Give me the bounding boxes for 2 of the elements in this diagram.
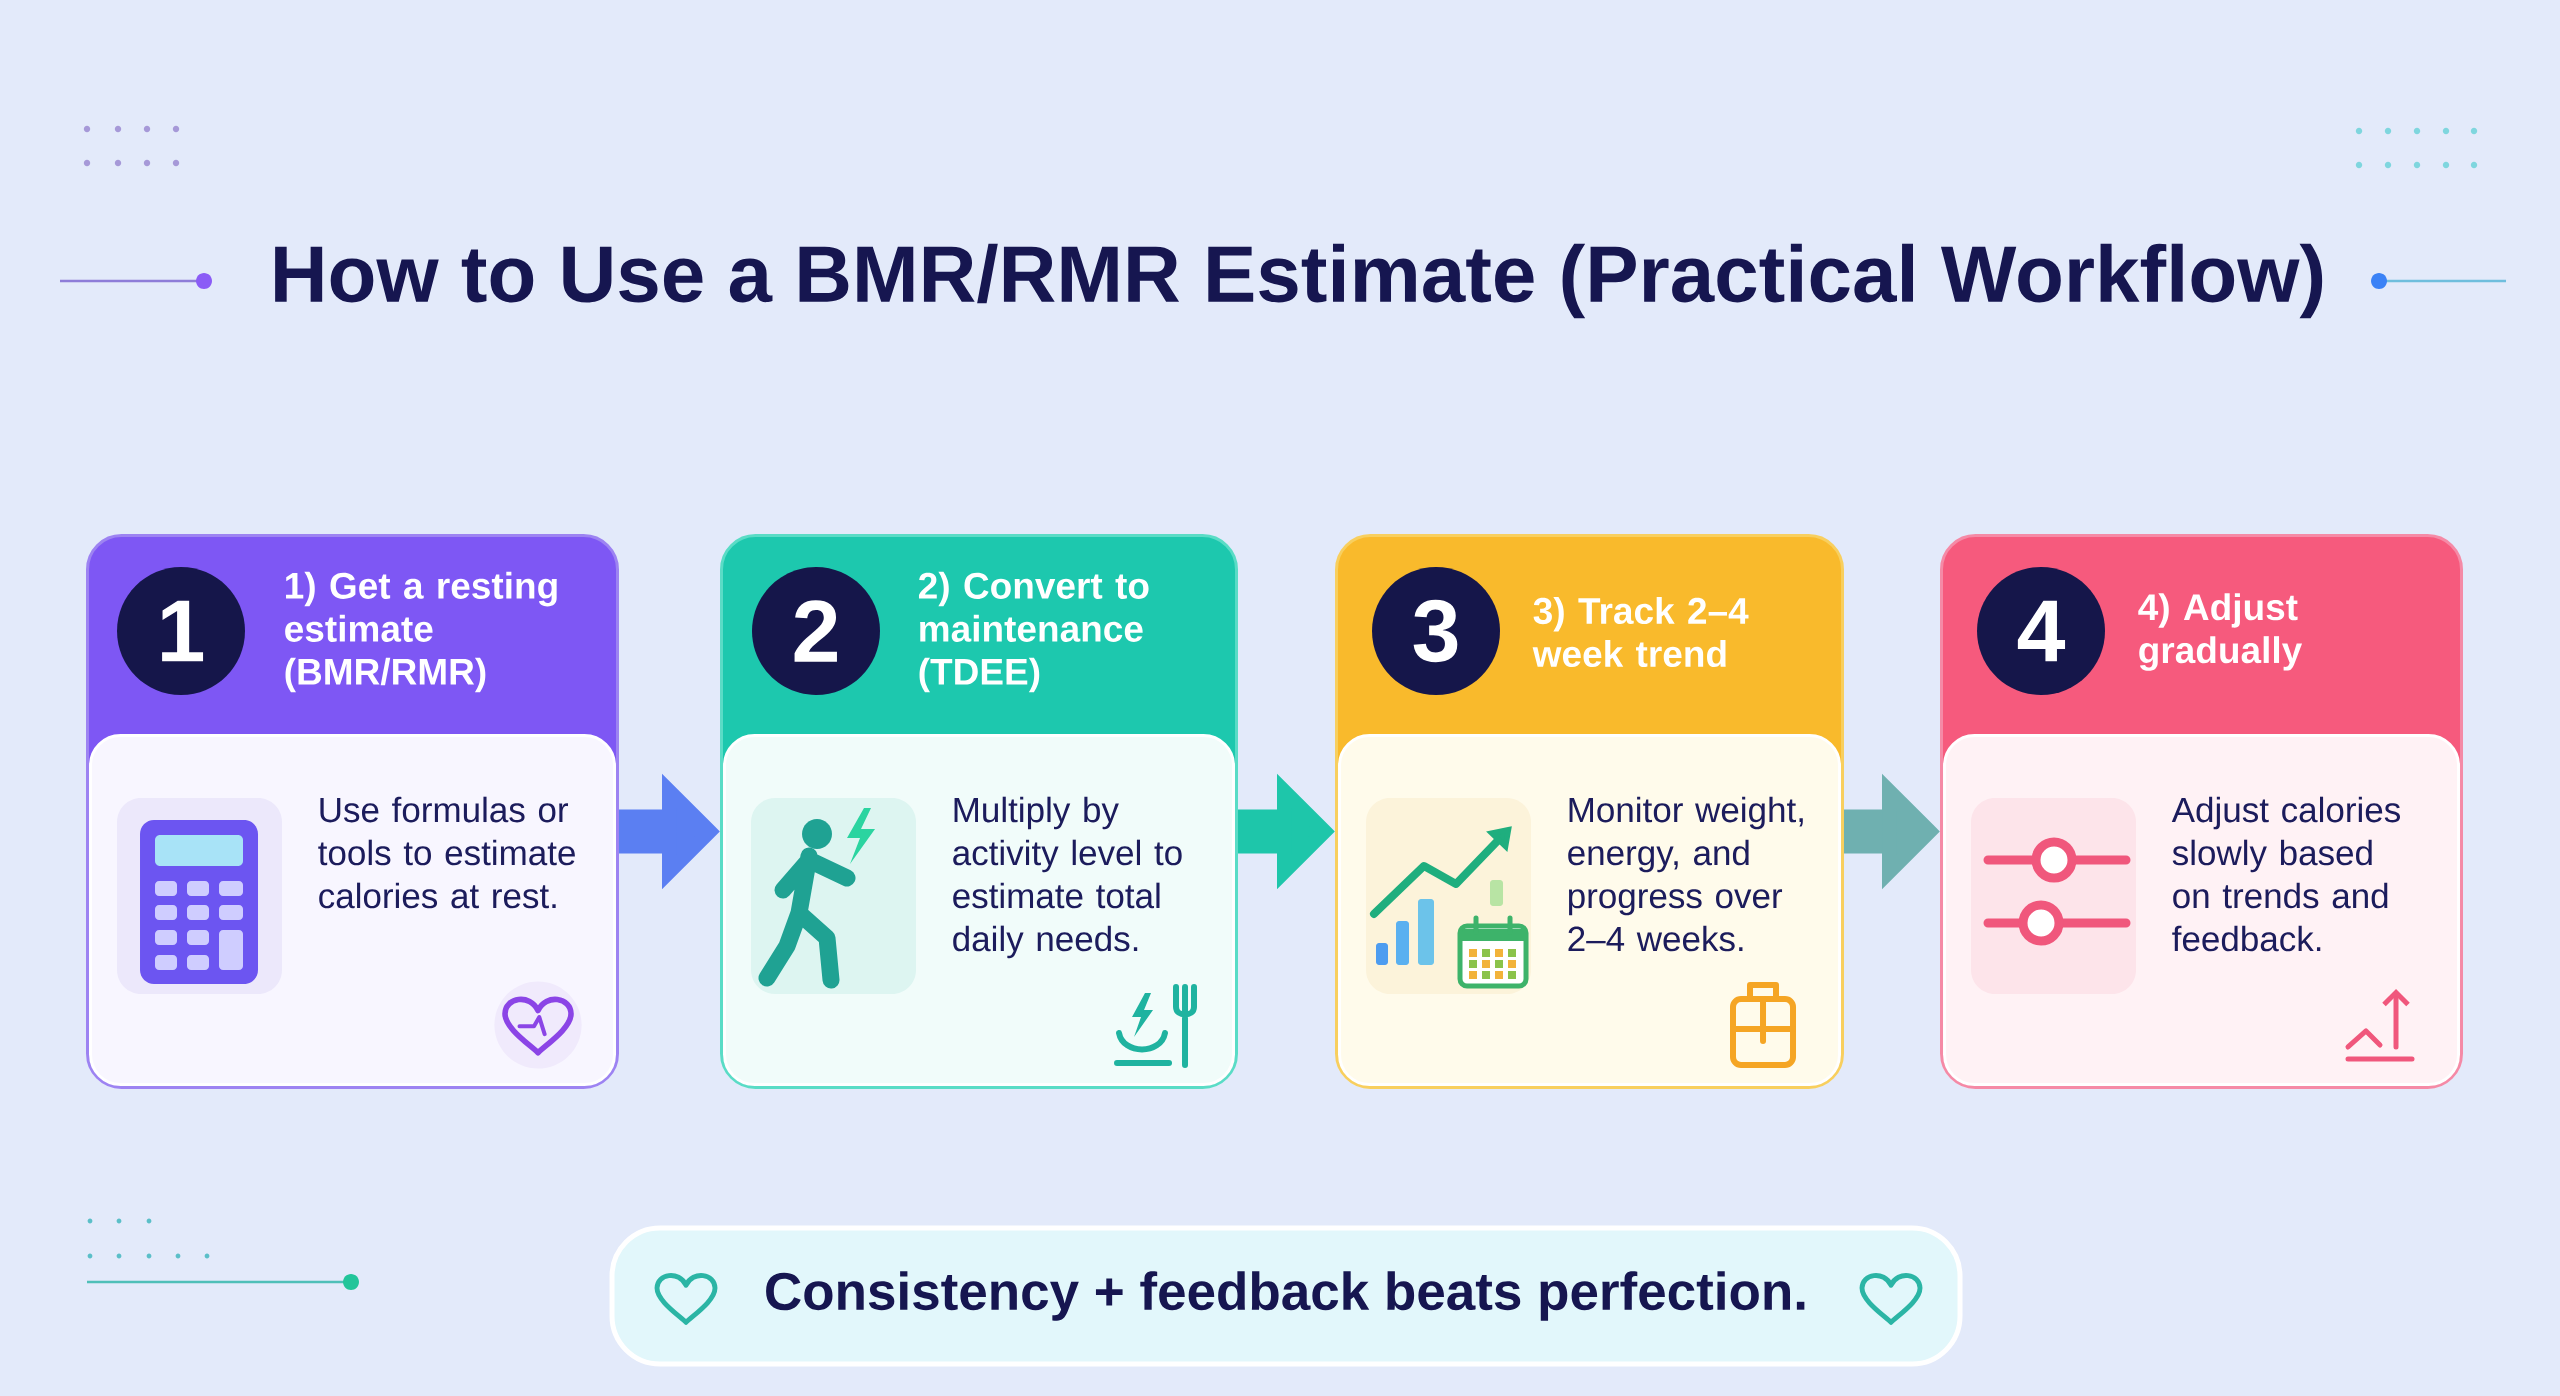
title: How to Use a BMR/RMR Estimate (Practical Workflow) — [275, 243, 2323, 319]
banner: Consistency + feedback beats perfection. — [609, 1225, 1963, 1367]
